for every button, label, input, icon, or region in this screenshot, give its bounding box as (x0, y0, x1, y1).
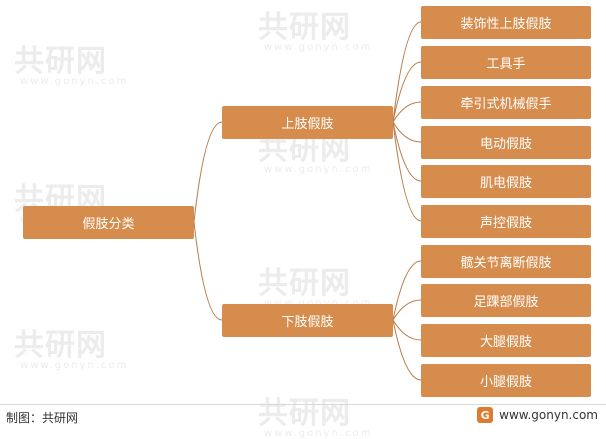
leaf-node: 大腿假肢 (421, 324, 591, 357)
leaf-node: 工具手 (421, 46, 591, 79)
leaf-node: 装饰性上肢假肢 (421, 6, 591, 39)
leaf-node: 髋关节离断假肢 (421, 245, 591, 278)
leaf-node: 牵引式机械假手 (421, 86, 591, 119)
gonyn-logo-icon: G (477, 407, 494, 423)
connector-lower-4 (392, 319, 422, 381)
connector-upper-6 (392, 121, 422, 222)
tree-connectors (193, 21, 422, 381)
branch-node-upper-limb: 上肢假肢 (222, 106, 393, 139)
connector-upper-4 (392, 121, 422, 143)
leaf-node: 肌电假肢 (421, 165, 591, 198)
connector-lower-2 (392, 299, 422, 321)
website-url: www.gonyn.com (499, 408, 598, 422)
footer-site: G www.gonyn.com (477, 407, 598, 423)
connector-upper-3 (392, 101, 422, 123)
leaf-node: 足踝部假肢 (421, 284, 591, 317)
footer-divider (0, 404, 606, 405)
connector-root-lower (193, 221, 223, 321)
connector-root-upper (193, 121, 223, 223)
branch-node-lower-limb: 下肢假肢 (222, 304, 393, 337)
leaf-node: 声控假肢 (421, 205, 591, 238)
leaf-node: 电动假肢 (421, 126, 591, 159)
root-node: 假肢分类 (23, 206, 194, 239)
connector-upper-1 (392, 21, 422, 123)
connector-lower-3 (392, 319, 422, 341)
connector-upper-5 (392, 121, 422, 182)
connector-upper-2 (392, 61, 422, 123)
connector-lower-1 (392, 260, 422, 321)
leaf-node: 小腿假肢 (421, 364, 591, 397)
chart-credit: 制图：共研网 (6, 411, 79, 425)
